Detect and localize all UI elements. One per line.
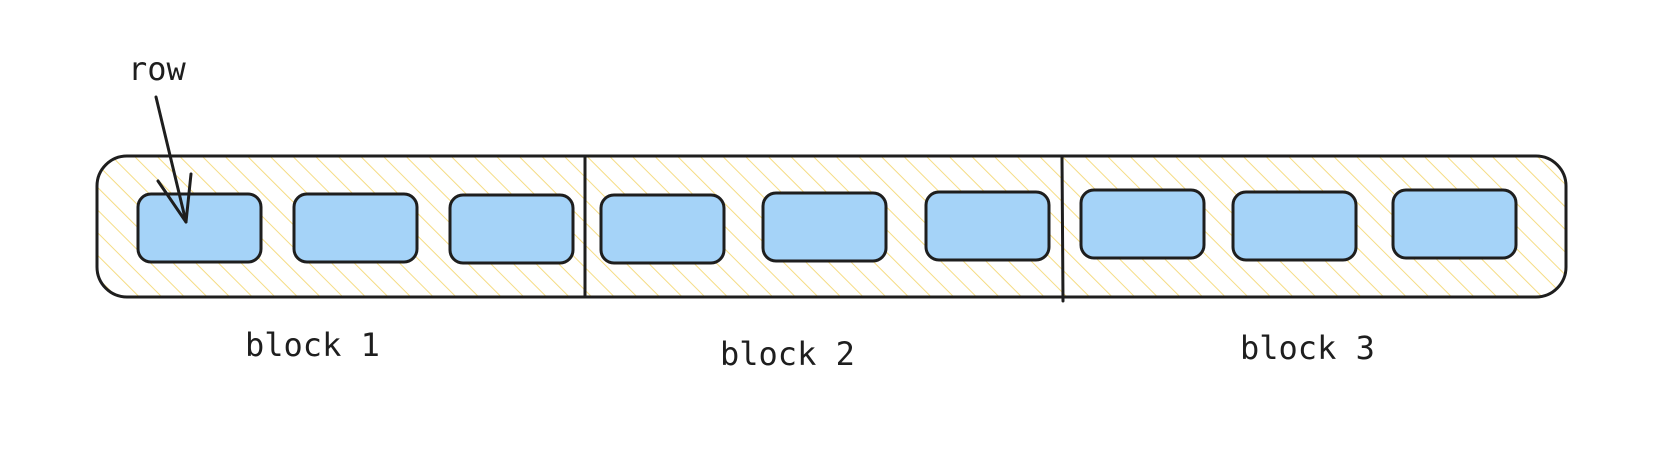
row [292, 192, 419, 264]
block-2 [599, 190, 1051, 265]
row [1079, 188, 1206, 260]
block-1 [136, 192, 575, 265]
row [448, 193, 575, 265]
block-1-label: block 1 [245, 326, 380, 364]
row [761, 191, 888, 263]
block-3 [1079, 188, 1518, 262]
row [1231, 190, 1358, 262]
row [1391, 188, 1518, 260]
row [136, 192, 263, 264]
container-outline [95, 154, 1568, 299]
row-annotation-arrow [154, 95, 193, 224]
block-3-label: block 3 [1240, 329, 1375, 367]
row-annotation-label: row [128, 50, 187, 88]
block-divider-2 [1060, 155, 1065, 303]
row [924, 190, 1051, 262]
row [599, 193, 726, 265]
block-2-label: block 2 [720, 335, 855, 373]
